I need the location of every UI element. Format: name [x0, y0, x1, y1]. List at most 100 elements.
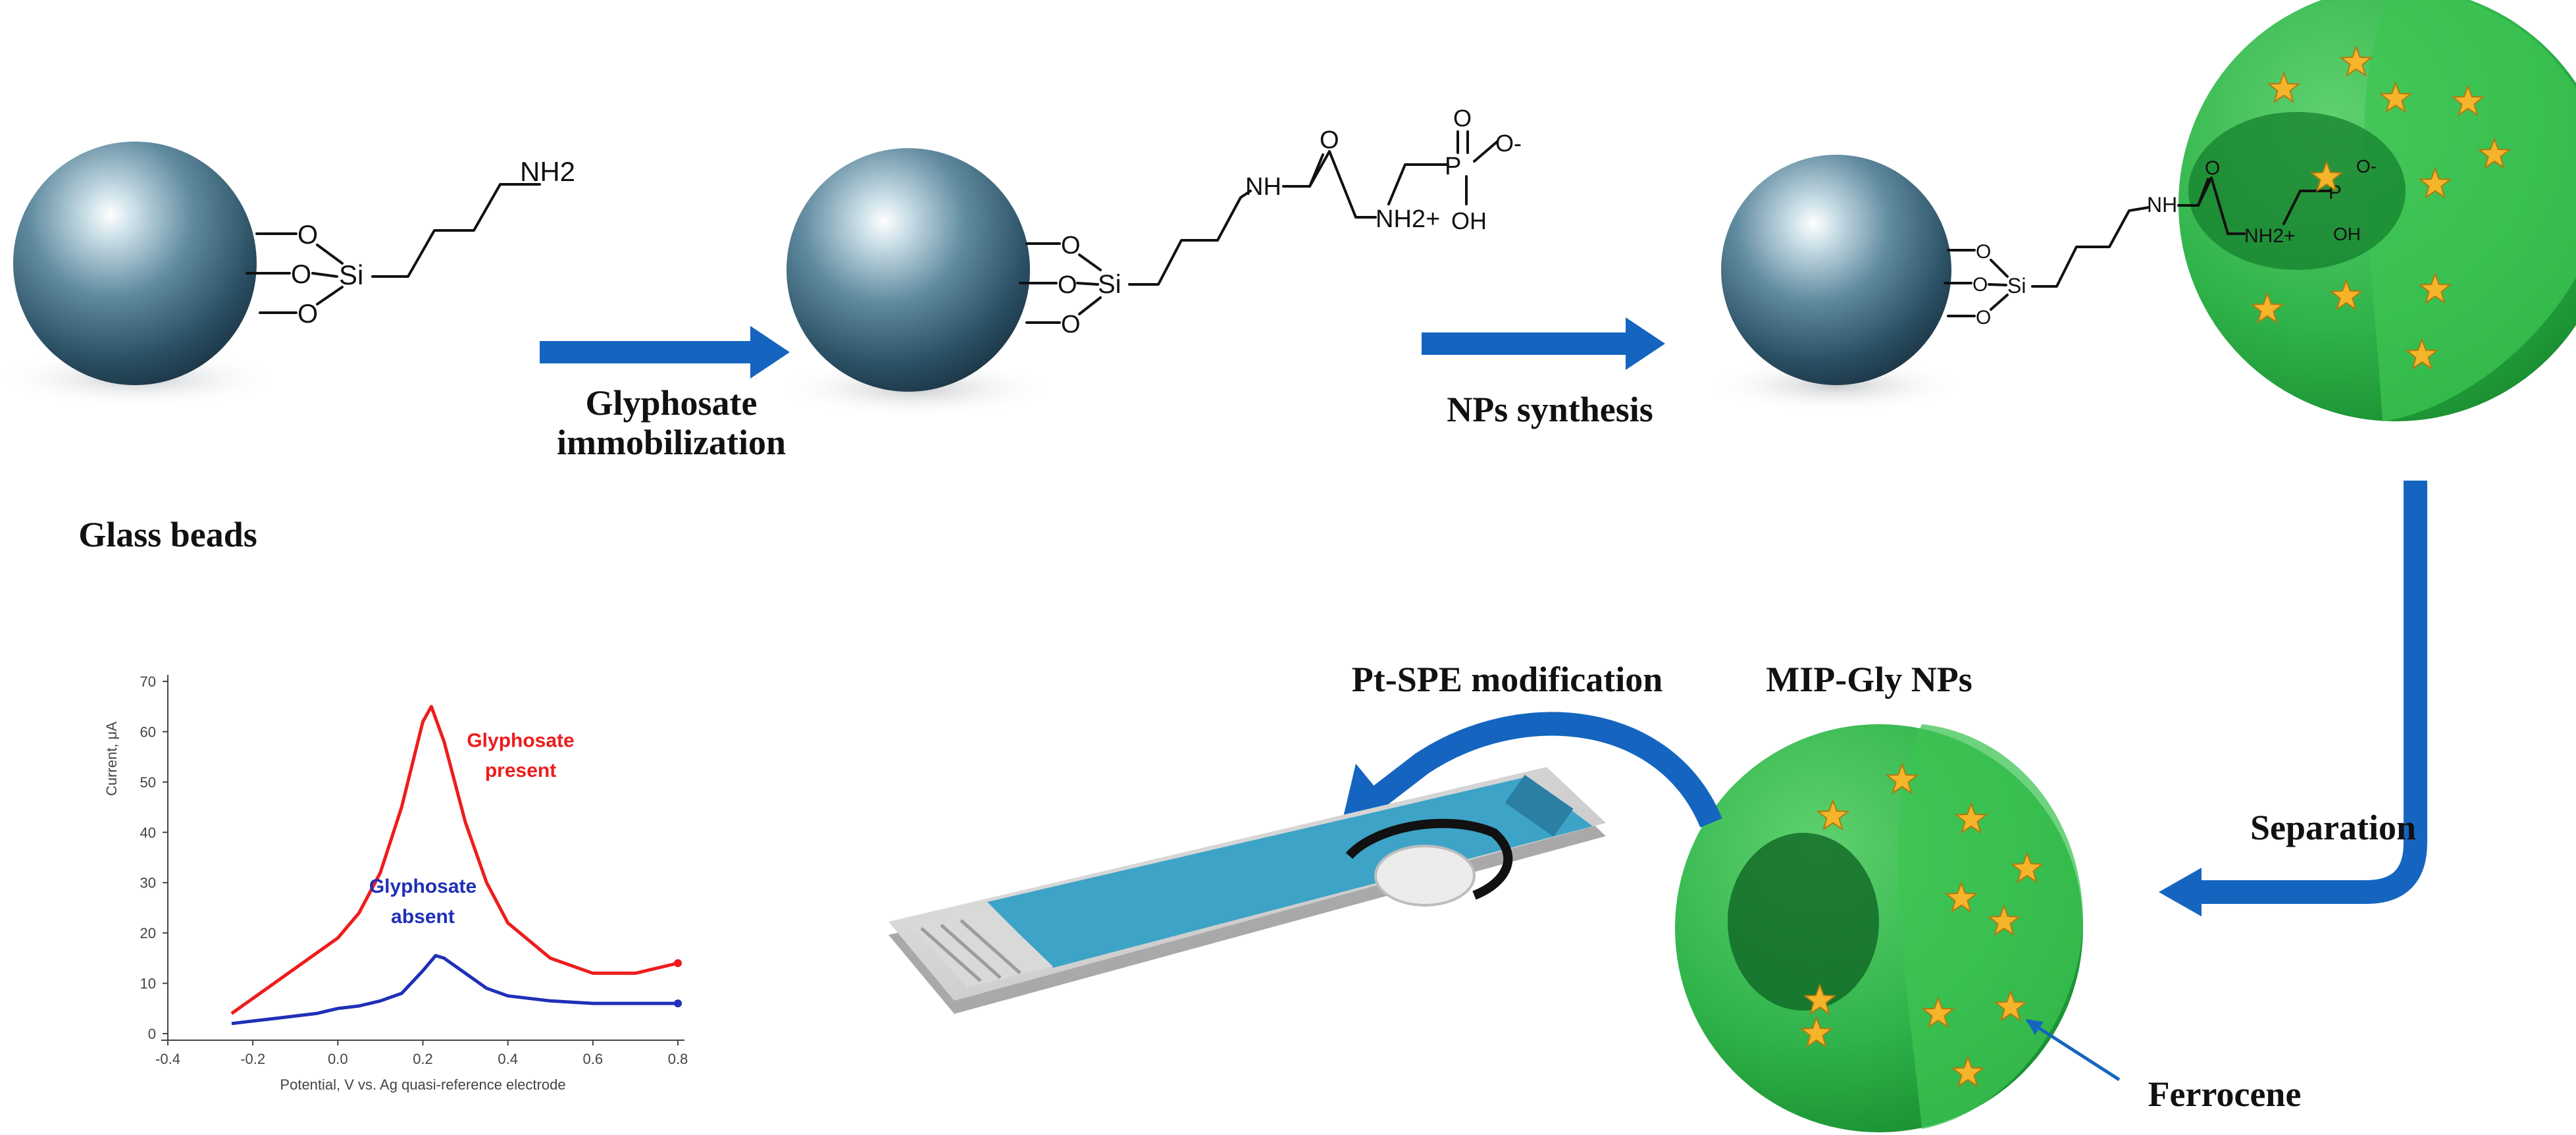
- series-end-point: [674, 959, 682, 967]
- mip-gly-nanoparticle: [1675, 724, 2083, 1132]
- ferrocene-star-icon: [1799, 1016, 1834, 1048]
- si-atom: Si: [1098, 270, 1121, 299]
- glass-beads-label: Glass beads: [78, 515, 257, 554]
- chart-axes: [161, 675, 684, 1041]
- x-axis-label: Potential, V vs. Ag quasi-reference elec…: [280, 1076, 565, 1093]
- ferrocene-star-icon: [2418, 167, 2452, 199]
- ferrocene-star-icon: [2250, 292, 2284, 324]
- phosphorus-atom: P: [1445, 153, 1461, 180]
- phosphonate-oh: OH: [2333, 224, 2361, 244]
- ferrocene-star-icon: [1987, 904, 2021, 936]
- arrow-separation: [2159, 481, 2427, 916]
- o-atom: O: [297, 300, 318, 329]
- mip-nanoparticle-on-bead: O NH2+ P O- OH: [2177, 0, 2576, 421]
- glass-bead-2: [773, 148, 1056, 418]
- y-tick-label: 10: [140, 976, 156, 992]
- bead-np-linker-structure: O O O Si NH: [1944, 193, 2177, 329]
- y-tick-label: 0: [148, 1026, 156, 1042]
- step-label-line1: Glyphosate: [585, 383, 757, 423]
- x-tick-labels: -0.4 -0.2 0.0 0.2 0.4 0.6 0.8: [155, 1040, 688, 1067]
- series-end-point: [674, 999, 682, 1008]
- ferrocene-star-icon: [2309, 160, 2344, 192]
- screen-printed-electrode: [889, 767, 1606, 1014]
- ferrocene-label: Ferrocene: [2148, 1074, 2302, 1114]
- series-line-absent: [231, 954, 678, 1026]
- si-atom: Si: [2007, 274, 2026, 298]
- annotation-absent-line1: Glyphosate: [369, 876, 477, 897]
- arrow-np-synthesis: [1422, 317, 1665, 370]
- glass-bead-3: [1705, 155, 1968, 413]
- separation-label: Separation: [2250, 808, 2416, 847]
- x-tick-label: 0.0: [328, 1051, 348, 1067]
- ferrocene-star-icon: [1994, 990, 2028, 1022]
- pt-spe-modification-label: Pt-SPE modification: [1352, 660, 1662, 699]
- y-tick-labels: 0 10 20 30 40 50 60 70: [140, 673, 168, 1042]
- phosphoryl-o: O: [1453, 105, 1472, 132]
- y-tick-label: 20: [140, 925, 156, 941]
- ferrocene-stars-bottom: [1799, 762, 2044, 1088]
- glass-bead-1: [0, 142, 283, 408]
- amide-nh: NH: [1245, 173, 1281, 201]
- y-axis-label: Current, μA: [103, 722, 120, 796]
- ferrocene-stars-top: [2250, 45, 2512, 370]
- ferrocene-star-icon: [2267, 71, 2301, 103]
- o-atom: O: [1061, 311, 1081, 338]
- nh2-group: NH2: [520, 156, 575, 187]
- electrode-logo: [1505, 774, 1574, 837]
- y-tick-label: 40: [140, 824, 156, 841]
- ferrocene-star-icon: [1816, 799, 1850, 831]
- o-atom: O: [1976, 241, 1991, 263]
- ferrocene-star-icon: [2418, 272, 2452, 304]
- ferrocene-star-icon: [2010, 851, 2044, 884]
- ferrocene-star-icon: [1885, 762, 1919, 795]
- o-atom: O: [1972, 274, 1988, 296]
- ferrocene-star-icon: [1954, 802, 1988, 834]
- y-tick-label: 30: [140, 875, 156, 891]
- chart-series: [230, 704, 682, 1026]
- ammonium-group: NH2+: [1376, 205, 1440, 233]
- ferrocene-star-icon: [2405, 338, 2439, 370]
- ferrocene-star-icon: [2329, 278, 2363, 311]
- x-tick-label: 0.6: [583, 1051, 604, 1067]
- aminopropyl-silane-structure: O O O Si NH2: [245, 156, 575, 329]
- carbonyl-o: O: [1320, 126, 1339, 154]
- ferrocene-star-icon: [1951, 1055, 1985, 1088]
- immobilized-glyphosate-structure: O O O Si NH O NH2+ P O O- OH: [1019, 105, 1522, 338]
- o-atom: O: [1061, 232, 1081, 259]
- o-atom: O: [297, 221, 318, 250]
- ferrocene-star-icon: [1803, 983, 1837, 1015]
- ferrocene-star-icon: [2379, 81, 2413, 113]
- x-tick-label: 0.4: [498, 1051, 518, 1067]
- y-tick-label: 60: [140, 724, 156, 740]
- x-tick-label: -0.4: [155, 1051, 180, 1067]
- carbonyl-o: O: [2205, 157, 2220, 179]
- step-label-line2: immobilization: [557, 423, 786, 462]
- o-atom: O: [1058, 271, 1077, 299]
- annotation-absent-line2: absent: [391, 906, 455, 928]
- ferrocene-star-icon: [2477, 137, 2512, 169]
- amide-nh: NH: [2147, 193, 2177, 217]
- y-tick-label: 70: [140, 673, 156, 690]
- ferrocene-star-icon: [1921, 996, 1955, 1028]
- y-tick-label: 50: [140, 774, 156, 791]
- x-tick-label: 0.8: [668, 1051, 688, 1067]
- phosphonate-o-minus: O-: [2356, 156, 2377, 176]
- ammonium-group: NH2+: [2244, 225, 2296, 247]
- phosphonate-oh: OH: [1451, 207, 1487, 234]
- ferrocene-pointer: [2026, 1018, 2121, 1082]
- ferrocene-star-icon: [2451, 84, 2485, 117]
- x-tick-label: 0.2: [413, 1051, 433, 1067]
- arrow-immobilization: [540, 326, 790, 379]
- phosphonate-o-minus: O-: [1495, 130, 1522, 157]
- np-synthesis-label: NPs synthesis: [1447, 390, 1653, 429]
- ferrocene-star-icon: [2339, 45, 2373, 77]
- x-tick-label: -0.2: [240, 1051, 265, 1067]
- series-line-present: [230, 704, 679, 1015]
- ferrocene-star-icon: [1944, 881, 1978, 913]
- o-atom: O: [291, 260, 311, 289]
- annotation-present-line1: Glyphosate: [467, 729, 574, 751]
- o-atom: O: [1976, 307, 1991, 329]
- mip-gly-nps-label: MIP-Gly NPs: [1766, 660, 1972, 699]
